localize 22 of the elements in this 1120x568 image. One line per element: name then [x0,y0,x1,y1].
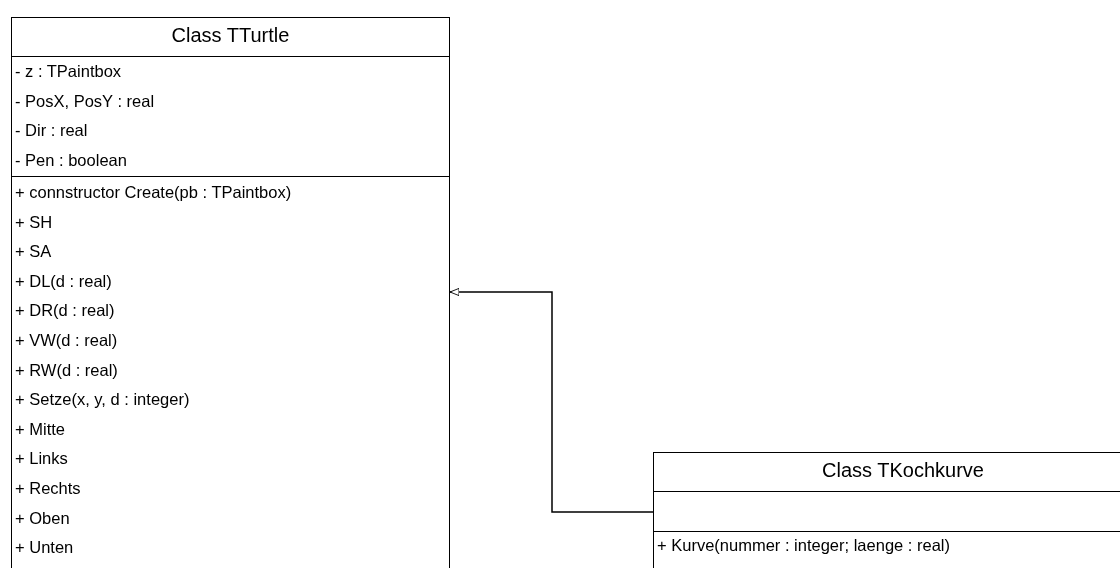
method-text: + DL(d : real) [15,270,112,291]
inheritance-arrow [449,287,654,513]
method-text: + Links [15,448,68,469]
attribute-text: - Dir : real [15,120,88,141]
method-text: + connstructor Create(pb : TPaintbox) [15,182,292,202]
method-text: + Unten [15,537,74,558]
method-text: + Rechts [15,478,81,498]
method-text: + Mitte [15,418,65,439]
class-name: Class TKochkurve [821,459,985,482]
method-text: + VW(d : real) [15,330,118,350]
method-text: + RW(d : real) [15,359,118,380]
class-box [11,17,450,568]
method-text: + Oben [15,507,70,528]
method-text: + SH [15,211,53,232]
class-name: Class TTurtle [170,24,291,47]
method-text: + DR(d : real) [15,300,115,321]
method-text: + Kurve(nummer : integer; laenge : real) [657,535,950,555]
attribute-text: - z : TPaintbox [15,61,122,81]
method-text: + SA [15,241,52,262]
attribute-text: - PosX, PosY : real [15,90,155,111]
attribute-text: - Pen : boolean [15,149,127,170]
method-text: + Setze(x, y, d : integer) [15,389,190,410]
